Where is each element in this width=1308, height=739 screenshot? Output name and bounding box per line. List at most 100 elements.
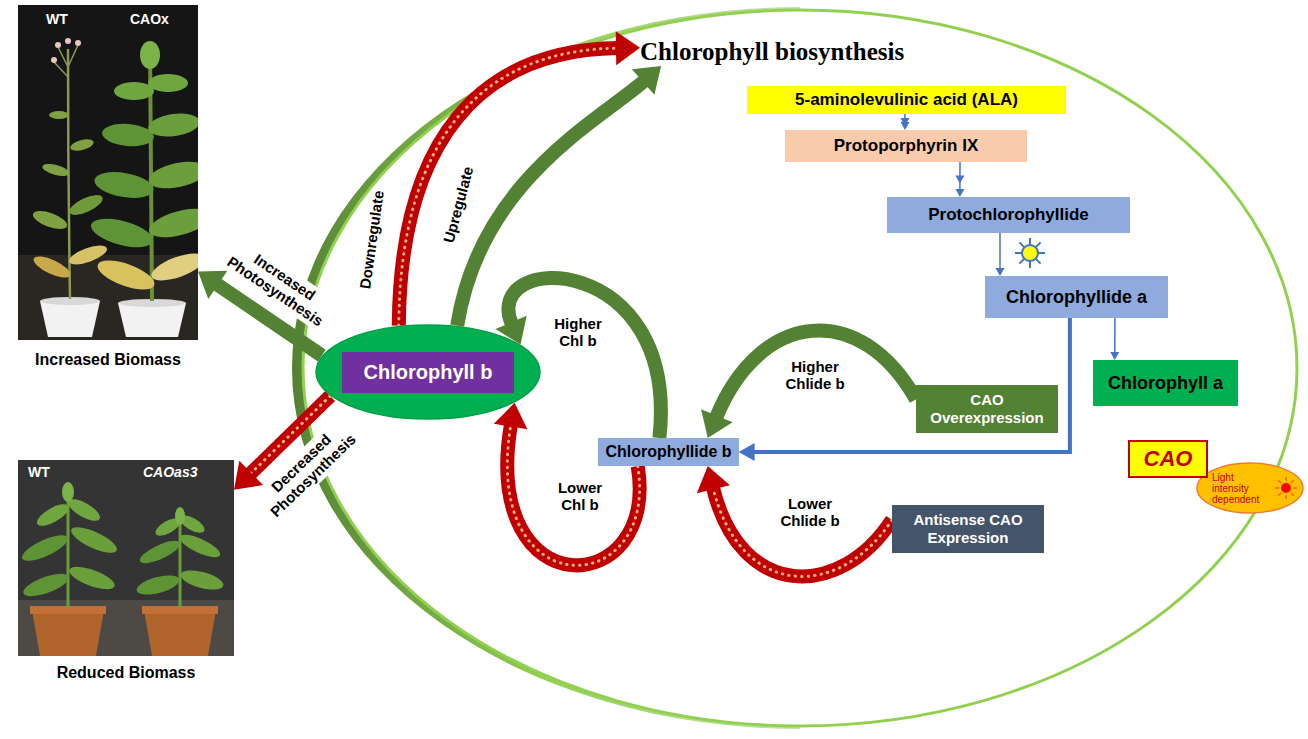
illustration-part	[148, 248, 198, 286]
arrow-texture	[713, 487, 892, 576]
arrow-body	[457, 81, 644, 326]
node-text: Antisense CAO Expression	[898, 511, 1038, 547]
ellipse-outline	[316, 325, 540, 419]
node-text: Chlorophyllide a	[1006, 287, 1147, 308]
pathway-title: Chlorophyll biosynthesis	[640, 38, 904, 66]
metabolite-box: Chlorophyll a	[1093, 360, 1238, 406]
photo-caption: Increased Biomass	[18, 351, 198, 369]
illustration-part	[18, 460, 234, 656]
illustration-part	[49, 111, 69, 119]
metabolite-box: 5-aminolevulinic acid (ALA)	[747, 86, 1066, 114]
illustration-part	[118, 303, 186, 337]
node-text: CAO	[1144, 446, 1193, 472]
arrow-head	[996, 268, 1005, 276]
illustration-part	[140, 41, 160, 69]
cell-outline	[303, 10, 1297, 726]
arrow-label: Lower Chlide b	[770, 495, 850, 530]
enzyme-box: CAO	[1128, 440, 1208, 478]
illustration-part	[179, 567, 226, 594]
flow-arrow	[697, 466, 892, 576]
illustration-part	[135, 572, 182, 599]
illustration-part	[67, 562, 118, 593]
flow-arrow	[900, 114, 909, 130]
sun-ray	[1278, 493, 1281, 496]
flow-arrow	[494, 403, 640, 566]
illustration-part	[92, 168, 155, 202]
arrow-head	[955, 175, 964, 183]
arrow-body	[716, 331, 916, 418]
arrow-line	[1114, 318, 1116, 352]
arrow-label: Higher Chlide b	[775, 358, 855, 393]
sun-ray	[1291, 480, 1294, 483]
flow-arrow	[457, 66, 661, 326]
illustration-part	[177, 530, 223, 561]
illustration-part	[1022, 245, 1038, 261]
treatment-box: CAO Overexpression	[916, 385, 1058, 433]
flow-arrow	[955, 162, 964, 197]
arrow-body	[399, 48, 618, 326]
arrow-head	[697, 466, 730, 493]
arrow-line	[999, 233, 1001, 268]
plant-photo	[18, 5, 214, 340]
photo-label: CAOx	[130, 11, 169, 27]
illustration-part	[18, 460, 234, 656]
plant-photo-panel: WTCAOxIncreased Biomass	[18, 5, 198, 375]
arrow-label: Downregulate	[357, 190, 388, 291]
illustration-part	[1019, 242, 1040, 263]
metabolite-box: Protoporphyrin IX	[785, 130, 1027, 162]
illustration-part	[175, 507, 185, 525]
illustration-part	[88, 213, 156, 253]
flow-arrow	[996, 233, 1005, 276]
illustration-part	[147, 110, 198, 139]
illustration-part	[21, 569, 72, 600]
illustration-part	[114, 82, 154, 100]
pigment-ellipse: Chlorophyll b	[315, 324, 541, 420]
arrow-head	[234, 461, 263, 490]
node-text: Chlorophyllide b	[605, 443, 731, 461]
arrow-label: Upregulate	[440, 165, 477, 245]
node-text: Chlorophyll biosynthesis	[640, 38, 904, 66]
metabolite-box: Protochlorophyllide	[887, 197, 1130, 233]
sun-ray	[1275, 487, 1279, 489]
flow-arrow	[1110, 318, 1119, 360]
illustration-part	[67, 191, 106, 219]
illustration-part	[31, 207, 70, 232]
illustration-part	[40, 301, 100, 337]
node-text: Protoporphyrin IX	[834, 136, 979, 156]
illustration-part	[69, 137, 95, 153]
arrow-head	[198, 271, 227, 299]
photo-label: CAOas3	[143, 464, 197, 480]
cell-band	[292, 7, 800, 729]
arrow-head	[739, 443, 755, 461]
flow-arrow	[701, 331, 916, 438]
node-text: Light intensity dependent	[1212, 472, 1272, 505]
metabolite-box: Chlorophyllide b	[598, 438, 738, 466]
arrow-head	[900, 118, 909, 126]
illustration-part	[62, 482, 74, 502]
sun-ray	[1285, 477, 1287, 481]
arrow-head	[955, 189, 964, 197]
illustration-part	[55, 42, 61, 48]
flow-arrow	[399, 31, 640, 325]
sun-ray	[1278, 480, 1281, 483]
plant-photo	[18, 460, 234, 656]
treatment-box: Antisense CAO Expression	[892, 505, 1044, 553]
sun-ray	[1293, 487, 1297, 489]
photo-label: WT	[28, 464, 50, 480]
arrow-label: Lower Chl b	[549, 479, 611, 514]
sun-symbol	[1275, 477, 1297, 499]
arrow-head	[616, 31, 640, 65]
illustration-part	[31, 252, 73, 282]
node-text: 5-aminolevulinic acid (ALA)	[795, 90, 1018, 110]
illustration-part	[146, 157, 198, 193]
illustration-part	[75, 40, 81, 46]
illustration-part	[41, 162, 71, 179]
light-symbol	[1015, 238, 1045, 268]
photo-caption: Reduced Biomass	[18, 664, 234, 682]
sun-ray	[1291, 493, 1294, 496]
illustration-part	[179, 516, 182, 608]
arrow-label: Higher Chl b	[546, 315, 610, 350]
illustration-part	[148, 74, 188, 92]
illustration-part	[1019, 242, 1040, 263]
plant-photo-panel: WT CAOas3Reduced Biomass	[18, 460, 234, 688]
